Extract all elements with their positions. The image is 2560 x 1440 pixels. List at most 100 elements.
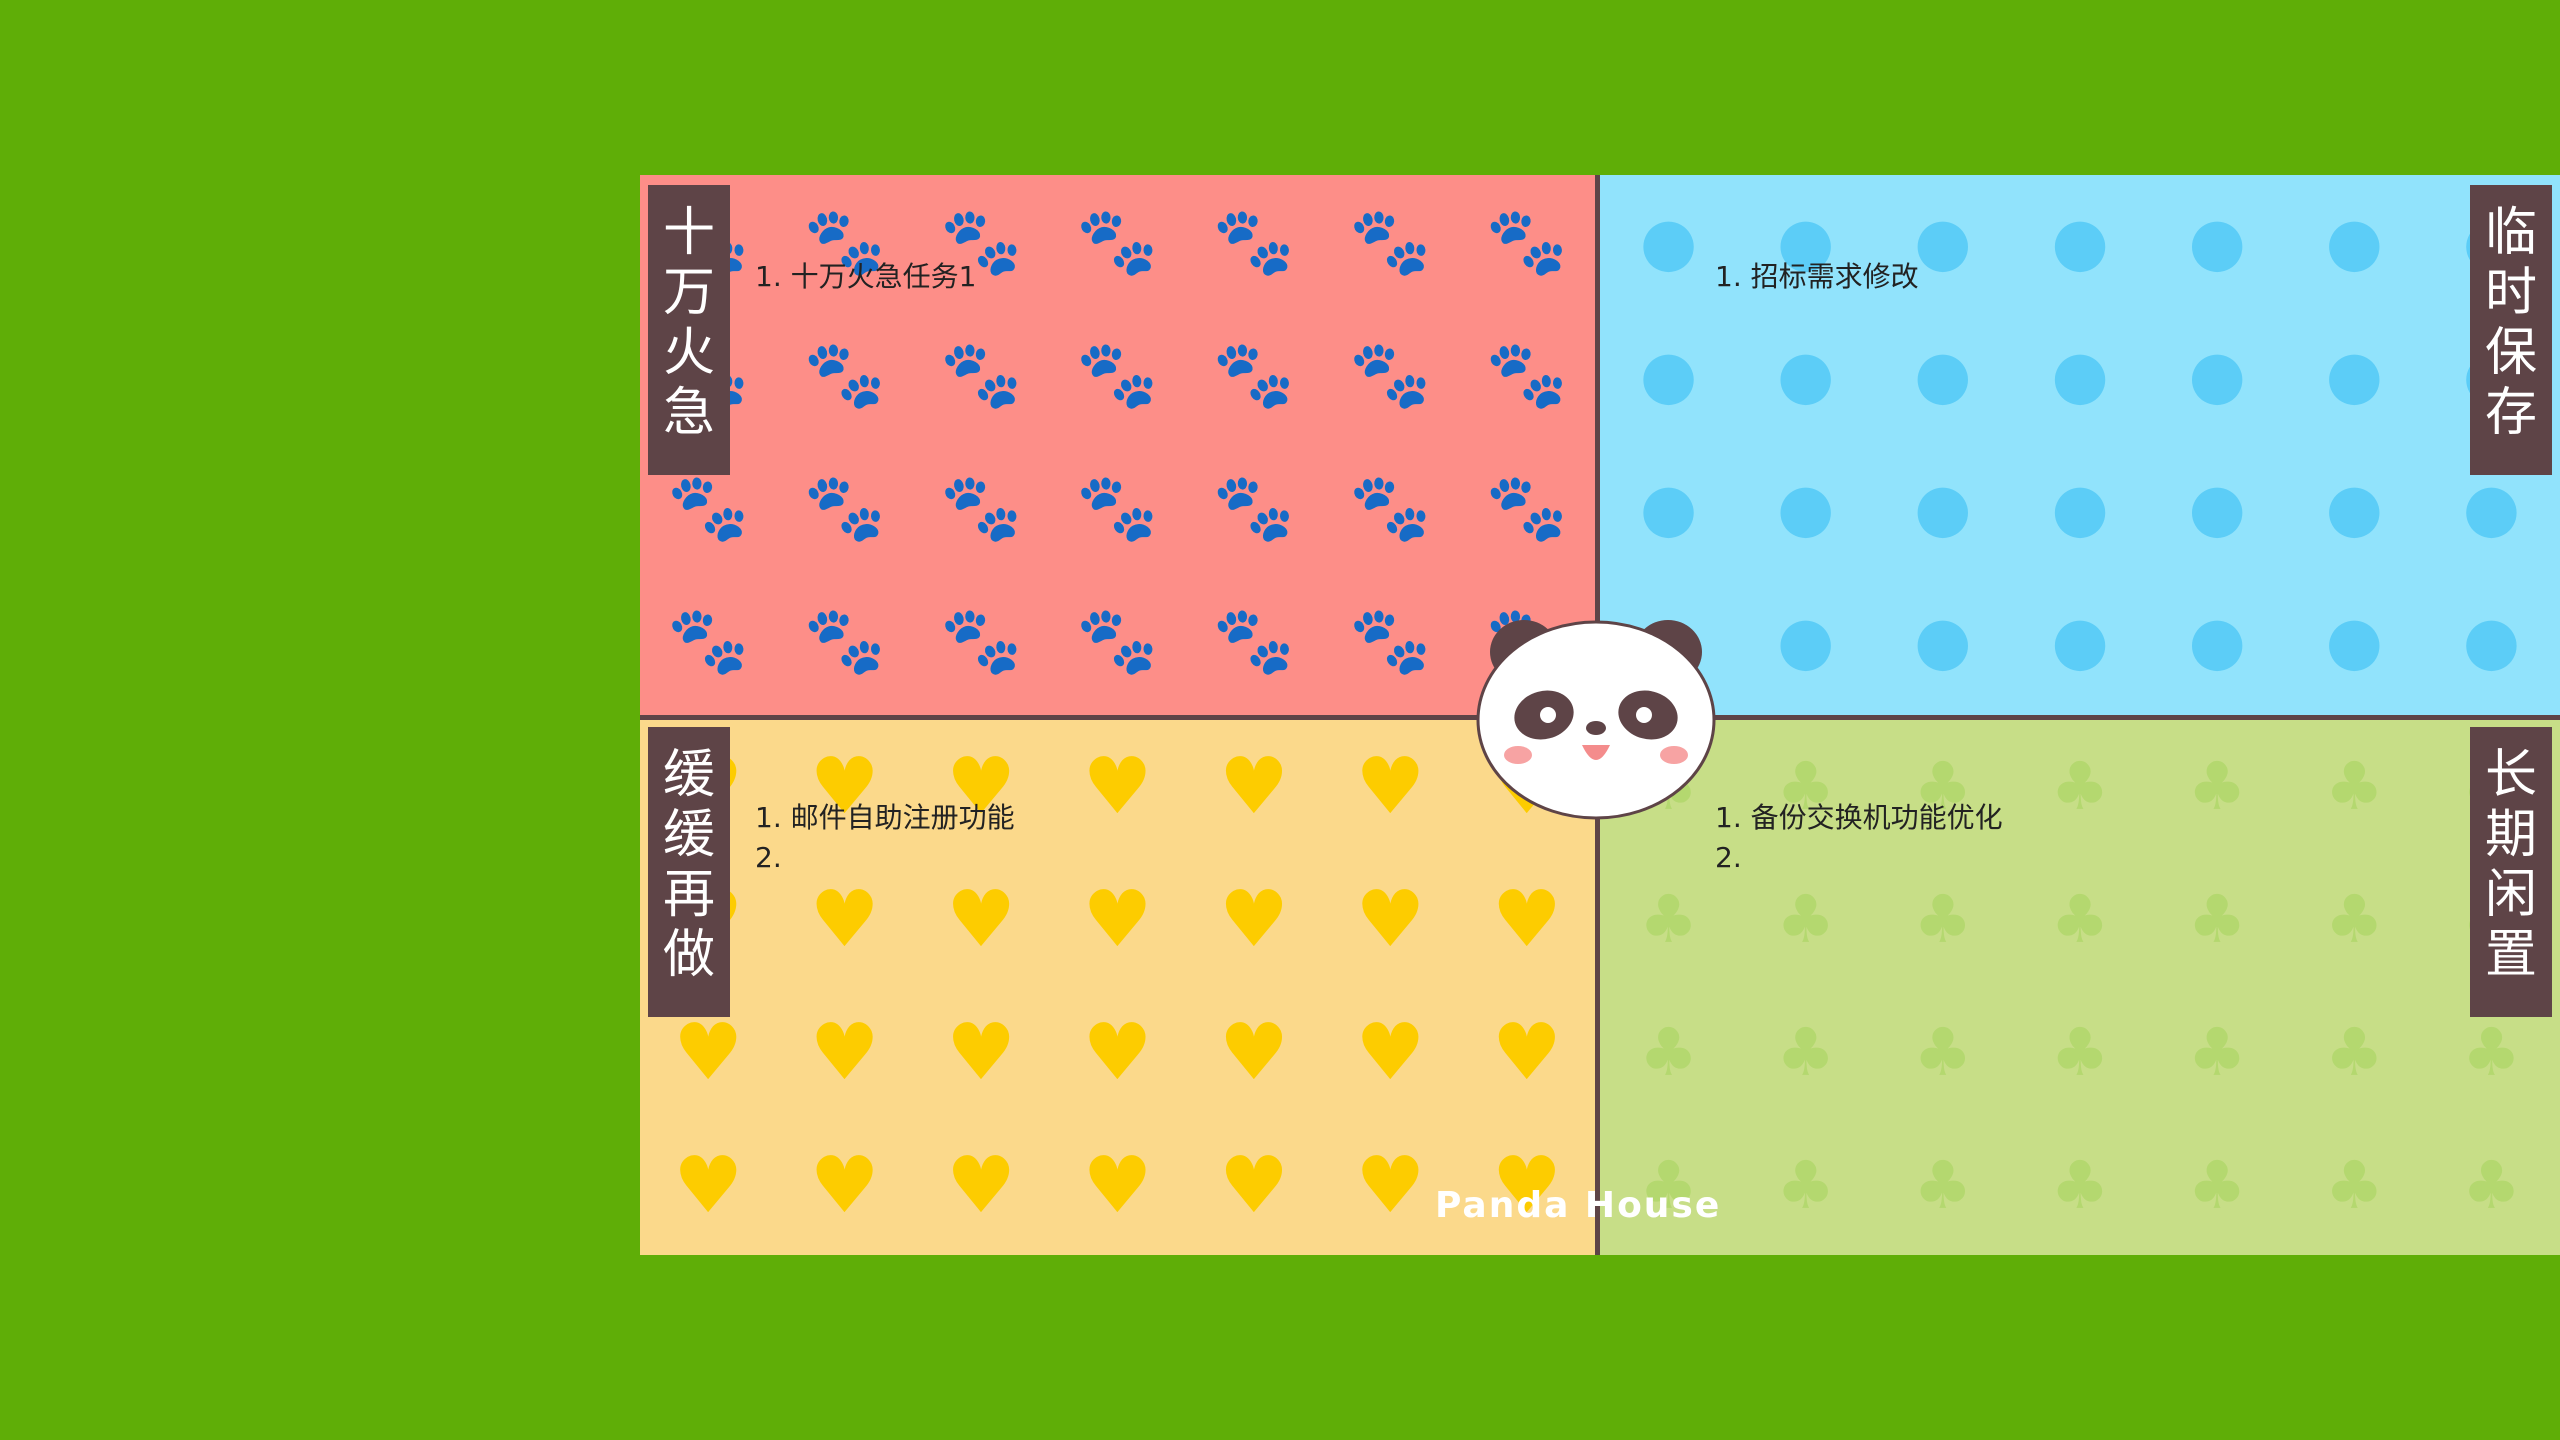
sprout-icon: ♣ [2324,747,2384,825]
label-char: 缓 [662,805,715,865]
task-item[interactable]: 1. 招标需求修改 [1715,260,1919,293]
label-char: 时 [2484,263,2537,323]
heart-icon: ♥ [1218,874,1289,965]
label-urgent: 十 万 火 急 [648,185,730,475]
sprout-icon: ♣ [2187,747,2247,825]
task-item[interactable]: 1. 邮件自助注册功能 [755,801,1015,834]
label-idle: 长 期 闲 置 [2470,727,2552,1017]
apple-icon: ● [2325,601,2384,679]
paw-icon: 🐾 [1485,335,1568,413]
heart-icon: ♥ [1082,741,1153,832]
apple-icon: ● [1776,601,1835,679]
apple-icon: ● [2325,335,2384,413]
label-temporary: 临 时 保 存 [2470,185,2552,475]
sprout-icon: ♣ [1776,1146,1836,1224]
sprout-icon: ♣ [2050,1146,2110,1224]
apple-icon: ● [1914,335,1972,413]
apple-icon: ● [2462,601,2521,679]
apple-icon: ● [2051,335,2109,413]
task-list-urgent: 1. 十万火急任务1 [755,257,976,297]
paw-icon: 🐾 [939,335,1023,413]
paw-icon: 🐾 [803,335,886,413]
sprout-icon: ♣ [2187,880,2247,958]
label-char: 再 [662,865,715,925]
paw-icon: 🐾 [803,468,886,546]
apple-icon: ● [2325,202,2384,280]
sprout-icon: ♣ [2050,747,2110,825]
heart-icon: ♥ [809,1140,880,1231]
heart-icon: ♥ [1355,874,1426,965]
quadrant-urgent: 🐾🐾🐾🐾🐾🐾🐾🐾🐾🐾🐾🐾🐾🐾🐾🐾🐾🐾🐾🐾🐾🐾🐾🐾🐾🐾🐾🐾 [640,175,1595,715]
label-char: 期 [2484,805,2537,865]
heart-icon: ♥ [1082,1140,1153,1231]
paw-icon: 🐾 [1349,335,1432,413]
label-char: 存 [2484,383,2537,443]
apple-icon: ● [1776,335,1835,413]
quadrant-temporary: ●●●●●●●●●●●●●●●●●●●●●●●●●●●● [1600,175,2560,715]
paw-icon: 🐾 [1349,468,1432,546]
sprout-icon: ♣ [2187,1146,2247,1224]
label-char: 做 [662,925,715,985]
heart-icon: ♥ [1218,741,1289,832]
heart-icon: ♥ [946,1007,1017,1098]
heart-icon: ♥ [1491,1007,1562,1098]
paw-pattern: 🐾🐾🐾🐾🐾🐾🐾🐾🐾🐾🐾🐾🐾🐾🐾🐾🐾🐾🐾🐾🐾🐾🐾🐾🐾🐾🐾🐾 [640,175,1595,715]
apple-icon: ● [1914,601,1972,679]
panda-icon [1476,620,1716,820]
sprout-icon: ♣ [1913,1146,1973,1224]
task-item[interactable]: 1. 十万火急任务1 [755,260,977,293]
heart-icon: ♥ [1082,874,1153,965]
paw-icon: 🐾 [1212,468,1296,546]
task-list-temporary: 1. 招标需求修改 [1715,257,1919,297]
paw-icon: 🐾 [1349,202,1432,280]
apple-icon: ● [2051,601,2109,679]
paw-icon: 🐾 [1349,601,1432,679]
label-char: 临 [2484,203,2537,263]
paw-icon: 🐾 [1076,335,1159,413]
paw-icon: 🐾 [1485,202,1568,280]
apple-pattern: ●●●●●●●●●●●●●●●●●●●●●●●●●●●● [1600,175,2560,715]
paw-icon: 🐾 [1212,335,1296,413]
apple-icon: ● [2188,335,2246,413]
label-char: 闲 [2484,865,2537,925]
paw-icon: 🐾 [1076,202,1159,280]
paw-icon: 🐾 [939,468,1023,546]
paw-icon: 🐾 [667,601,750,679]
label-char: 火 [662,323,715,383]
sprout-icon: ♣ [2324,880,2384,958]
paw-icon: 🐾 [939,601,1023,679]
label-char: 万 [662,263,715,323]
label-char: 保 [2484,323,2537,383]
task-list-idle: 1. 备份交换机功能优化 2. [1715,798,2003,878]
apple-icon: ● [2051,468,2109,546]
paw-icon: 🐾 [1485,468,1568,546]
apple-icon: ● [1776,468,1835,546]
apple-icon: ● [1639,335,1698,413]
apple-icon: ● [1639,468,1698,546]
paw-icon: 🐾 [1076,601,1159,679]
heart-icon: ♥ [946,1140,1017,1231]
label-char: 急 [662,383,715,443]
task-item[interactable]: 2. [755,841,782,874]
paw-icon: 🐾 [1212,202,1296,280]
label-slow: 缓 缓 再 做 [648,727,730,1017]
task-item[interactable]: 2. [1715,841,1742,874]
apple-icon: ● [2188,601,2246,679]
sprout-icon: ♣ [2461,1146,2521,1224]
priority-matrix-wallpaper: 🐾🐾🐾🐾🐾🐾🐾🐾🐾🐾🐾🐾🐾🐾🐾🐾🐾🐾🐾🐾🐾🐾🐾🐾🐾🐾🐾🐾 ●●●●●●●●●●●… [640,175,2560,1255]
heart-icon: ♥ [809,1007,880,1098]
sprout-icon: ♣ [2050,1013,2110,1091]
task-item[interactable]: 1. 备份交换机功能优化 [1715,801,2003,834]
label-char: 长 [2484,745,2537,805]
sprout-icon: ♣ [2324,1146,2384,1224]
apple-icon: ● [2051,202,2109,280]
heart-icon: ♥ [1218,1007,1289,1098]
apple-icon: ● [1914,468,1972,546]
label-char: 置 [2484,925,2537,985]
apple-icon: ● [2325,468,2384,546]
label-char: 缓 [662,745,715,805]
heart-icon: ♥ [1355,741,1426,832]
heart-icon: ♥ [1491,874,1562,965]
apple-icon: ● [2188,468,2246,546]
label-char: 十 [662,203,715,263]
